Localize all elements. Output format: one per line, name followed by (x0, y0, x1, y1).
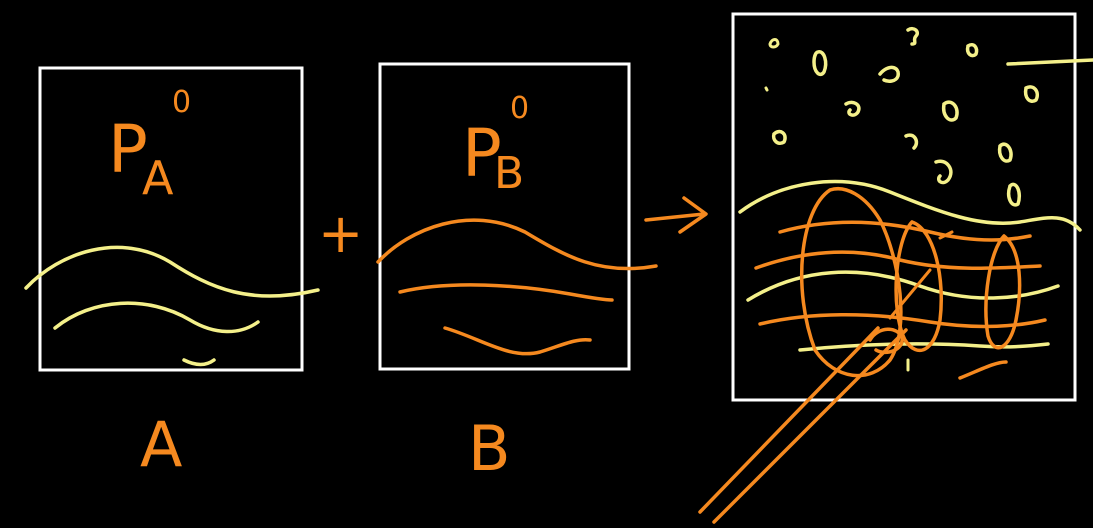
mixture-wave-yellow-1 (738, 179, 1082, 232)
vapor-particle (934, 159, 953, 185)
vapor-particle (941, 100, 959, 122)
vapor-particle (768, 38, 780, 49)
box-b-liquid-wave-2 (398, 283, 614, 302)
box-a-liquid-wave-3 (182, 358, 216, 367)
vapor-particle (844, 100, 861, 117)
vapor-particle (878, 65, 900, 83)
box-a-pressure-superscript: 0 (172, 85, 191, 120)
box-b-pressure-symbol: P (462, 115, 502, 192)
vapor-particle (906, 26, 920, 46)
box-a-liquid-wave-2 (53, 301, 260, 334)
vapor-particle (1006, 182, 1022, 207)
mixing-arrow (644, 196, 708, 234)
mixture-wave-yellow-2 (746, 270, 1060, 302)
vapor-particle (812, 50, 828, 77)
box-b-liquid-wave-3 (443, 326, 592, 356)
box-a-outline (38, 66, 304, 372)
vapor-particle (965, 42, 979, 58)
vapor-particle (764, 86, 769, 92)
box-b-pressure-superscript: 0 (510, 91, 529, 126)
mixing-cross-stroke (888, 268, 932, 320)
mixing-loop-2 (894, 220, 944, 353)
mixing-stroke-long-2 (712, 328, 908, 524)
mixing-cross-stroke (938, 230, 954, 240)
box-a: P A 0 (24, 66, 320, 372)
mixing-loop-3 (984, 234, 1022, 350)
box-a-pressure-symbol: P (108, 111, 148, 188)
mixture-box (731, 12, 1093, 402)
box-a-pressure-subscript: A (142, 151, 174, 205)
plus-sign: + (318, 202, 363, 265)
vapor-particle (997, 142, 1013, 163)
mixing-stroke-long-1 (698, 326, 880, 514)
vapor-pointer-line (1006, 58, 1093, 66)
vapor-particle (771, 129, 787, 146)
box-b: P B 0 (376, 62, 658, 371)
mixture-wave-orange-4 (958, 360, 1008, 380)
mixture-box-outline (731, 12, 1077, 402)
box-a-liquid-wave-1 (24, 245, 320, 298)
mixing-loop-1 (800, 187, 903, 378)
box-b-outline (378, 62, 631, 371)
box-a-name: A (140, 408, 182, 481)
vapor-particle (1023, 85, 1039, 103)
mixture-wave-yellow-3 (798, 342, 1050, 352)
box-b-liquid-wave-1 (376, 218, 658, 271)
vapor-particles (764, 26, 1039, 207)
arrow-head (678, 196, 708, 234)
box-b-name: B (468, 412, 511, 485)
arrow-shaft (644, 212, 706, 222)
vapor-particle (904, 133, 919, 150)
box-b-pressure-subscript: B (494, 148, 524, 199)
